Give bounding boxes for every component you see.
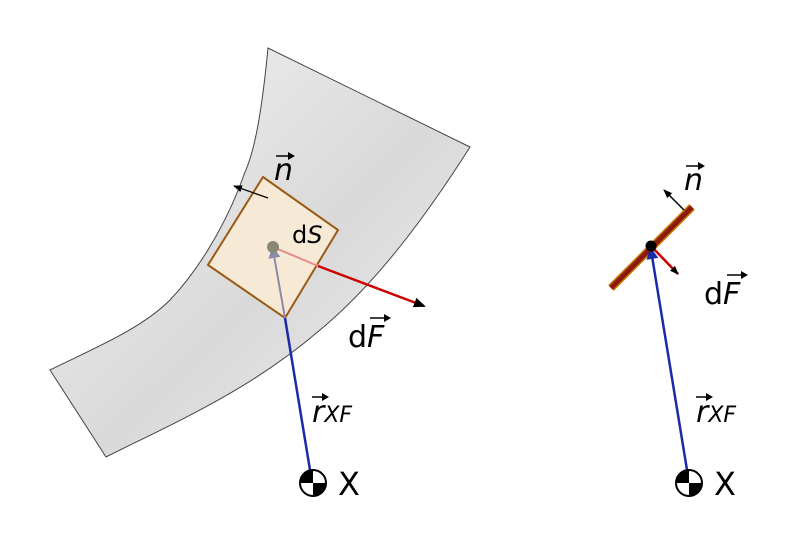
force-vector-right [650,245,679,275]
origin-marker-icon-right [675,469,703,497]
svg-text:rXF: rXF [312,395,352,430]
origin-label: X [338,465,360,503]
position-vector-inner [268,246,286,319]
position-vector-outer [283,317,312,471]
normal-vector-arrow [233,185,269,199]
normal-vector-arrow-right [663,189,685,211]
force-label-right: dF [704,271,748,312]
left-panel: n dS dF rXF X [49,47,471,503]
svg-text:n: n [274,153,293,188]
normal-label-right: n [684,162,705,198]
normal-label: n [274,152,295,188]
svg-text:n: n [684,163,703,198]
position-vector-label: rXF [312,393,352,430]
area-label: dS [292,221,322,249]
right-panel: n dF rXF X [608,162,748,503]
surface-point-right [645,240,657,252]
svg-text:dF: dF [704,277,741,312]
surface-point [267,241,279,253]
svg-text:rXF: rXF [696,395,736,430]
origin-label-right: X [714,465,736,503]
svg-text:dF: dF [348,320,385,355]
position-vector-label-right: rXF [696,393,736,430]
origin-marker-icon [299,469,327,497]
force-vector-outer [317,264,426,308]
force-label: dF [348,314,391,355]
position-vector-right [646,247,690,477]
force-vector-inner [272,246,319,267]
